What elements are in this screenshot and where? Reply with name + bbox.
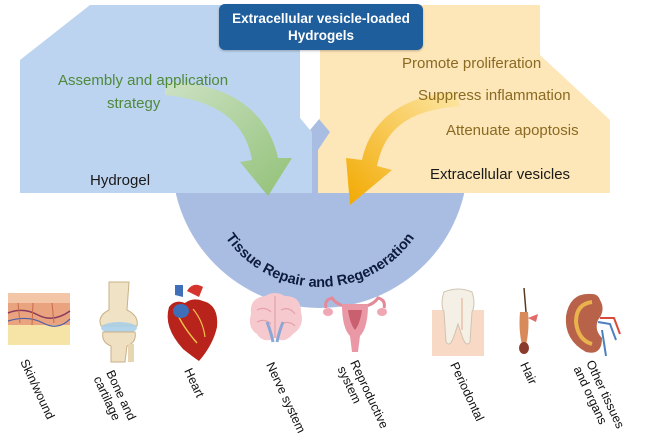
skin-icon: [7, 293, 71, 345]
hydrogel-panel: [20, 5, 312, 193]
brain-icon: [249, 293, 302, 343]
strategy-label-line-1: Assembly and application: [58, 72, 229, 89]
title-line-2: Hydrogels: [287, 28, 355, 43]
extracellular-vesicles-panel: [318, 5, 610, 193]
tooth-icon: [432, 288, 484, 356]
effect-suppress-inflammation: Suppress inflammation: [418, 87, 571, 104]
heart-icon: [167, 284, 218, 361]
strategy-label-line-2: strategy: [107, 95, 161, 112]
hydrogel-label: Hydrogel: [90, 172, 151, 189]
bone-cartilage-icon: [99, 281, 138, 363]
orange-arrow: [346, 92, 460, 205]
kidney-icon: [565, 293, 621, 357]
uterus-icon: [323, 296, 387, 352]
title-line-1: Extracellular vesicle-loaded: [232, 11, 410, 26]
extracellular-vesicles-label: Extracellular vesicles: [430, 166, 571, 183]
hair-icon: [519, 287, 538, 354]
effect-promote-proliferation: Promote proliferation: [402, 55, 542, 72]
green-arrow: [165, 82, 292, 196]
title-box: Extracellular vesicle-loaded Hydrogels: [219, 4, 423, 50]
effect-attenuate-apoptosis: Attenuate apoptosis: [446, 122, 579, 139]
